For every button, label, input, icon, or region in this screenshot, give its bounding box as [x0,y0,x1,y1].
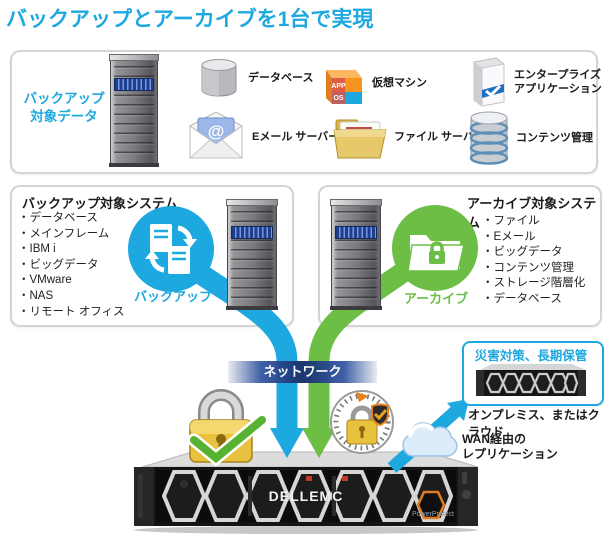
archive-circle [392,205,478,291]
wan-label-line2: レプリケーション [462,447,558,461]
list-item: ・ビッグデータ [482,246,563,259]
backup-system-list: ・データベース・メインフレーム・IBM i ・ビッグデータ・VMware ・NAS ・… [18,211,124,320]
tower-base [330,306,382,310]
tower-drive-stripe [231,226,273,240]
list-item: ・コンテンツ管理 [482,261,574,274]
content-management-icon [469,111,509,165]
list-item: ・リモート オフィス [18,305,125,318]
file-server-label: ファイル サーバー [394,131,485,143]
backup-badge-label: バックアップ [133,289,212,304]
list-item: ・ファイル [482,215,540,227]
list-item: ・メインフレーム [18,227,110,240]
dellemc-logo: DELLEMC [269,488,344,504]
list-item: ・ビッグデータ [18,258,99,271]
list-item: ・IBM i [18,243,56,256]
tower-base [109,163,159,167]
cloud-icon [402,422,458,457]
enterprise-app-icon [473,57,505,107]
backup-data-label-line2: 対象データ [30,109,98,124]
onprem-label: オンプレミス、またはクラウド [468,408,600,439]
locked-folder-icon [407,235,465,272]
tower-server-icon [109,54,159,167]
virtual-machine-label: 仮想マシン [372,77,427,89]
enterprise-app-label-line2: アプリケーション [514,83,602,95]
archive-badge-label: アーカイブ [403,291,469,306]
archive-system-list: ・ファイル・Eメール・ビッグデータ・コンテンツ管理・ストレージ階層化・データベー… [482,214,585,308]
email-server-label: Eメール サーバー [252,131,340,143]
backup-arrow [185,259,304,458]
backup-circle [128,206,214,292]
list-item: ・VMware [18,274,72,287]
dr-title: 災害対策、長期保管 [474,349,588,363]
list-item: ・Eメール [482,230,536,243]
content-management-label: コンテンツ管理 [516,132,593,144]
list-item: ・データベース [482,292,562,305]
network-bar: ネットワーク [228,361,377,383]
powerprotect-badge: PowerProtect [412,511,454,518]
document-sync-icon [145,224,197,274]
padlock-check-icon [187,389,269,466]
backup-data-label: バックアップ 対象データ [16,90,112,126]
vm-app-glyph: APP [331,83,346,90]
at-glyph: @ [208,122,225,141]
email-server-icon: @ [188,111,244,159]
appliance-image: DELLEMC PowerProtect [134,451,479,534]
list-item: ・データベース [18,212,98,224]
rack-server-image [476,364,586,396]
retention-dial-lock-icon [330,390,394,454]
list-item: ・ストレージ階層化 [482,277,586,290]
page-title: バックアップとアーカイブを1台で実現 [6,8,374,31]
network-label: ネットワーク [263,364,342,379]
archive-system-header: アーカイブ対象システム [467,196,597,230]
virtual-machine-icon: APP OS [326,70,362,104]
backup-data-label-line1: バックアップ [23,91,105,106]
archive-server-tower [330,199,382,310]
backup-system-header: バックアップ対象システム [22,196,178,211]
file-server-icon [333,119,387,159]
database-label: データベース [248,72,314,84]
database-icon [201,59,237,97]
tower-drive-stripe [335,226,377,240]
wan-replication-label: WAN経由の レプリケーション [462,432,582,462]
wan-label-line1: WAN経由の [462,432,526,446]
tower-drive-stripe [114,77,154,91]
tower-base [226,306,278,310]
backup-server-tower [226,199,278,310]
list-item: ・NAS [18,289,54,302]
vm-os-glyph: OS [333,95,343,102]
enterprise-app-label: エンタープライズ アプリケーション [514,68,602,96]
enterprise-app-label-line1: エンタープライズ [514,69,602,81]
archive-arrow [302,261,413,458]
